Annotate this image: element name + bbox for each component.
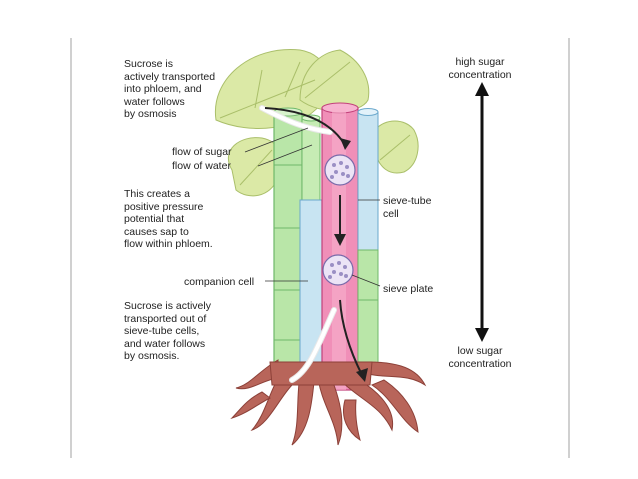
leaves xyxy=(214,49,419,197)
label-sieve-tube-cell: sieve-tube cell xyxy=(383,195,432,220)
label-sieve-plate: sieve plate xyxy=(383,283,434,295)
sieve-plate-top xyxy=(324,154,356,186)
leaf-right xyxy=(374,120,419,174)
label-high-sugar: high sugar concentration xyxy=(448,56,512,81)
sieve-plate-bottom xyxy=(322,254,354,286)
label-flow-of-water: flow of water xyxy=(172,160,231,172)
leader-lines xyxy=(244,127,381,287)
frame-left-line xyxy=(70,38,72,458)
label-low-sugar: low sugar concentration xyxy=(448,345,512,370)
label-flow-of-sugar: flow of sugar xyxy=(172,146,232,158)
xylem-tube-right xyxy=(357,108,379,263)
companion-tube-right xyxy=(357,249,379,371)
concentration-gradient-arrow xyxy=(475,82,489,342)
label-middle-left: This creates a positive pressure potenti… xyxy=(124,188,213,250)
sieve-tube xyxy=(321,102,359,391)
leaf-veins xyxy=(219,61,411,186)
label-bottom-left: Sucrose is actively transported out of s… xyxy=(124,300,211,362)
companion-tube-left xyxy=(273,107,303,371)
roots xyxy=(230,359,427,446)
flow-arrows-white xyxy=(259,105,337,383)
flow-arrows-dark xyxy=(264,107,368,382)
label-top-left: Sucrose is actively transported into phl… xyxy=(124,58,216,120)
label-companion-cell: companion cell xyxy=(184,276,255,288)
frame-right-line xyxy=(568,38,570,458)
